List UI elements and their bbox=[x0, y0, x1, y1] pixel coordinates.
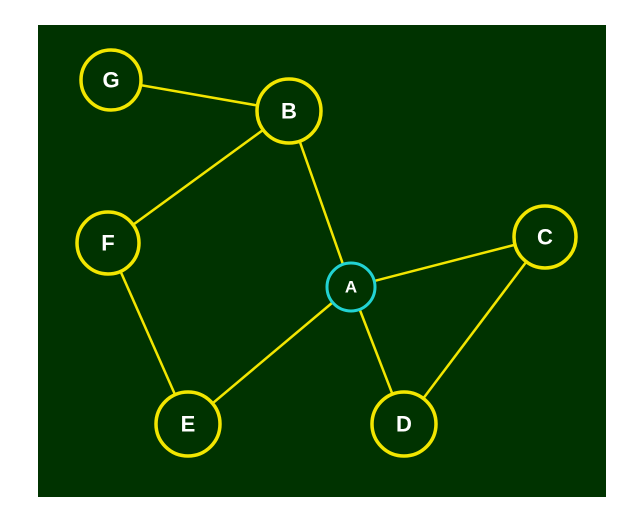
node-layer: G B F C A E D bbox=[75, 48, 578, 458]
node-circle-f bbox=[75, 210, 141, 276]
edge-c-d bbox=[403, 236, 546, 425]
node-label-f: F bbox=[101, 231, 114, 256]
node-e: E bbox=[154, 390, 222, 458]
node-c: C bbox=[512, 204, 578, 270]
node-label-a: A bbox=[345, 278, 357, 297]
edge-a-c bbox=[350, 235, 546, 289]
node-circle-a bbox=[325, 261, 377, 313]
node-circle-g bbox=[79, 48, 143, 112]
node-label-g: G bbox=[102, 68, 119, 93]
edge-b-f bbox=[107, 109, 290, 245]
node-d: D bbox=[370, 390, 438, 458]
node-label-b: B bbox=[281, 99, 297, 124]
edge-a-e bbox=[187, 286, 352, 425]
node-label-c: C bbox=[537, 225, 553, 250]
node-label-e: E bbox=[181, 412, 196, 437]
node-circle-b bbox=[255, 77, 323, 145]
node-b: B bbox=[255, 77, 323, 145]
node-label-d: D bbox=[396, 412, 412, 437]
node-a: A bbox=[325, 261, 377, 313]
node-circle-e bbox=[154, 390, 222, 458]
node-g: G bbox=[79, 48, 143, 112]
node-f: F bbox=[75, 210, 141, 276]
node-circle-c bbox=[512, 204, 578, 270]
node-circle-d bbox=[370, 390, 438, 458]
